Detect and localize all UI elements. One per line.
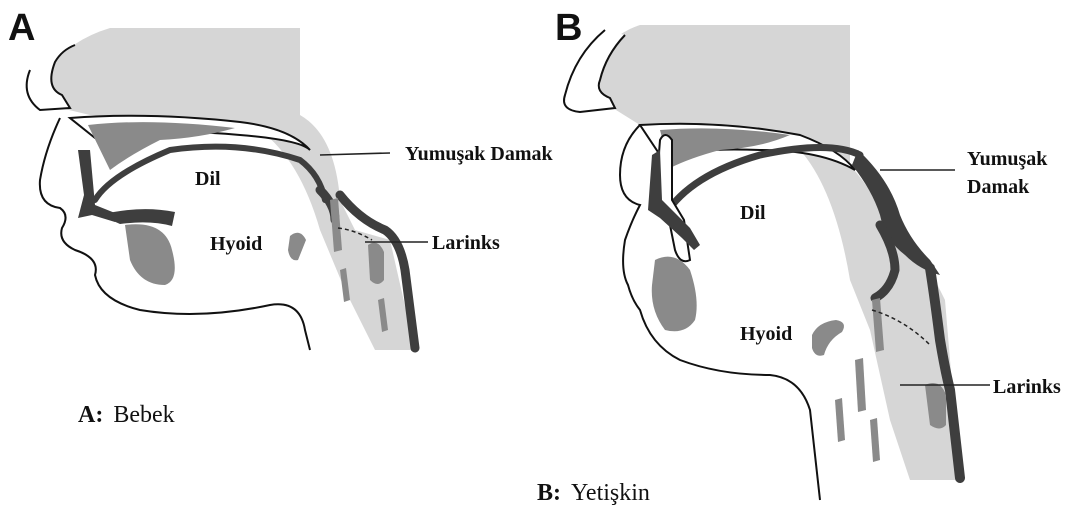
panel-b-soft-palate-label-line1: Yumuşak — [967, 148, 1048, 170]
panel-b-letter: B — [555, 7, 582, 49]
panel-a-caption: A: Bebek — [78, 402, 175, 428]
panel-a-caption-key: A: — [78, 402, 103, 428]
panel-a-hyoid-bone — [288, 233, 306, 260]
panel-a-letter: A — [8, 7, 35, 49]
panel-a-larynx-label: Larinks — [432, 232, 500, 254]
panel-b-soft-palate-label-line2: Damak — [967, 176, 1030, 198]
panel-a-trachea-ring — [368, 243, 384, 284]
panel-a-caption-value: Bebek — [113, 402, 174, 428]
panel-b-face-outline — [620, 125, 820, 500]
panel-b-hyoid-label: Hyoid — [740, 323, 792, 345]
panel-a-tongue-label: Dil — [195, 168, 221, 190]
panel-b-tongue-label: Dil — [740, 202, 766, 224]
panel-a-infant: A Yumuşak Damak Dil Hyoid Larinks — [8, 7, 554, 428]
panel-a-soft-palate-leader — [320, 153, 390, 155]
panel-a-hyoid-label: Hyoid — [210, 233, 262, 255]
panel-b-adult: B Yumuşak Damak — [537, 7, 1061, 506]
panel-b-larynx-label: Larinks — [993, 376, 1061, 398]
panel-b-caption-key: B: — [537, 480, 561, 506]
panel-b-cartilage-2 — [835, 398, 845, 442]
panel-a-soft-palate-label: Yumuşak Damak — [405, 143, 554, 165]
panel-b-caption: B: Yetişkin — [537, 480, 650, 506]
panel-b-caption-value: Yetişkin — [571, 480, 650, 506]
panel-b-hyoid-bone — [812, 320, 844, 356]
panel-b-cartilage-3 — [870, 418, 880, 462]
panel-b-cartilage-1 — [855, 358, 866, 412]
